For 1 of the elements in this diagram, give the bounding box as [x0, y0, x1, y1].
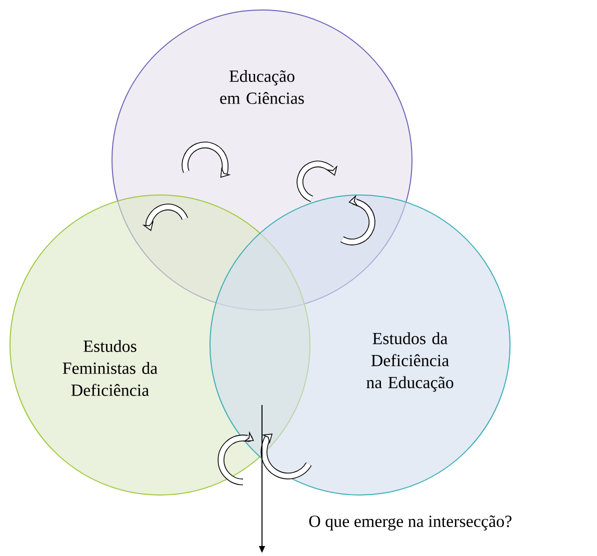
question-text: O que emerge na intersecção?: [309, 515, 512, 531]
